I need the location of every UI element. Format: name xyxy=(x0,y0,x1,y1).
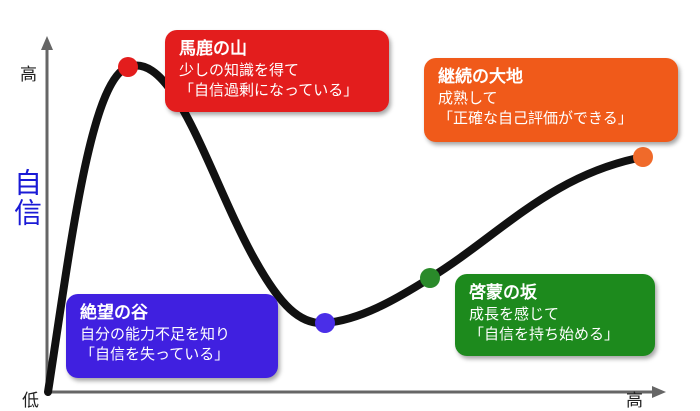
peak-marker xyxy=(118,57,138,77)
y-high-label: 高 xyxy=(20,65,37,85)
slope-line-2: 「自信を持ち始める」 xyxy=(469,325,620,343)
plateau-title: 継続の大地 xyxy=(438,67,523,87)
valley-title: 絶望の谷 xyxy=(80,303,148,323)
y-axis-title: 自信 xyxy=(10,168,43,228)
slope-line-1: 成長を感じて xyxy=(469,305,560,323)
valley-marker xyxy=(315,313,335,333)
peak-line-1: 少しの知識を得て xyxy=(179,61,300,79)
x-high-label: 高 xyxy=(626,391,643,411)
y-low-label: 低 xyxy=(22,391,39,411)
curve-canvas xyxy=(41,36,666,398)
plateau-callout: 継続の大地 成熟して 「正確な自己評価ができる」 xyxy=(424,58,678,142)
valley-callout: 絶望の谷 自分の能力不足を知り 「自信を失っている」 xyxy=(66,294,278,378)
valley-line-2: 「自信を失っている」 xyxy=(80,345,230,363)
plateau-line-2: 「正確な自己評価ができる」 xyxy=(438,109,633,127)
peak-callout: 馬鹿の山 少しの知識を得て 「自信過剰になっている」 xyxy=(165,30,389,112)
plateau-line-1: 成熟して xyxy=(438,89,498,107)
valley-line-1: 自分の能力不足を知り xyxy=(80,325,231,343)
slope-marker xyxy=(420,268,440,288)
y-axis-arrow xyxy=(41,36,53,50)
dunning-kruger-diagram: 高 低 高 自信 馬鹿の山 少しの知識を得て 「自信過剰になっている」 継続の大… xyxy=(10,30,678,411)
slope-callout: 啓蒙の坂 成長を感じて 「自信を持ち始める」 xyxy=(455,274,655,356)
peak-line-2: 「自信過剰になっている」 xyxy=(179,81,359,99)
slope-title: 啓蒙の坂 xyxy=(469,283,537,303)
x-axis-arrow xyxy=(652,386,666,398)
confidence-curve xyxy=(44,61,647,396)
plateau-marker xyxy=(633,147,653,167)
peak-title: 馬鹿の山 xyxy=(179,39,247,59)
